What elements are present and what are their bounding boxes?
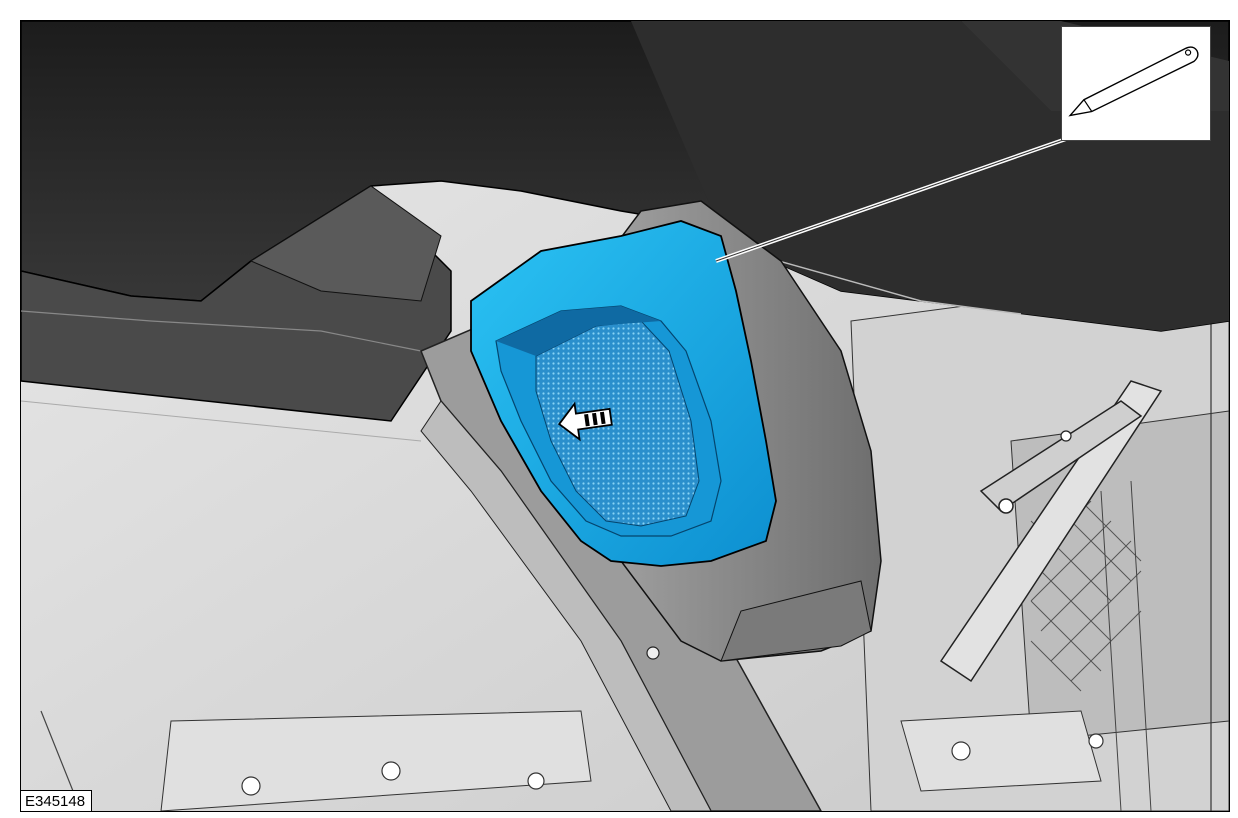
rear-hinge-strut bbox=[939, 380, 1163, 683]
hinge-bolt bbox=[1060, 430, 1072, 442]
removal-direction-arrow-icon bbox=[557, 401, 613, 442]
figure-id-label: E345148 bbox=[21, 790, 93, 811]
rear-mesh bbox=[1030, 490, 1142, 692]
hinge-bolt bbox=[998, 498, 1014, 514]
rear-hinge-arm bbox=[979, 400, 1143, 512]
pillar-fastener bbox=[646, 646, 660, 660]
tool-inset bbox=[1061, 26, 1211, 141]
illustration-frame: E345148 bbox=[20, 20, 1230, 812]
trim-panel-removal-tool-icon bbox=[1068, 46, 1199, 117]
headliner-rear-section bbox=[631, 21, 1229, 331]
vehicle-interior-illustration bbox=[21, 21, 1229, 811]
